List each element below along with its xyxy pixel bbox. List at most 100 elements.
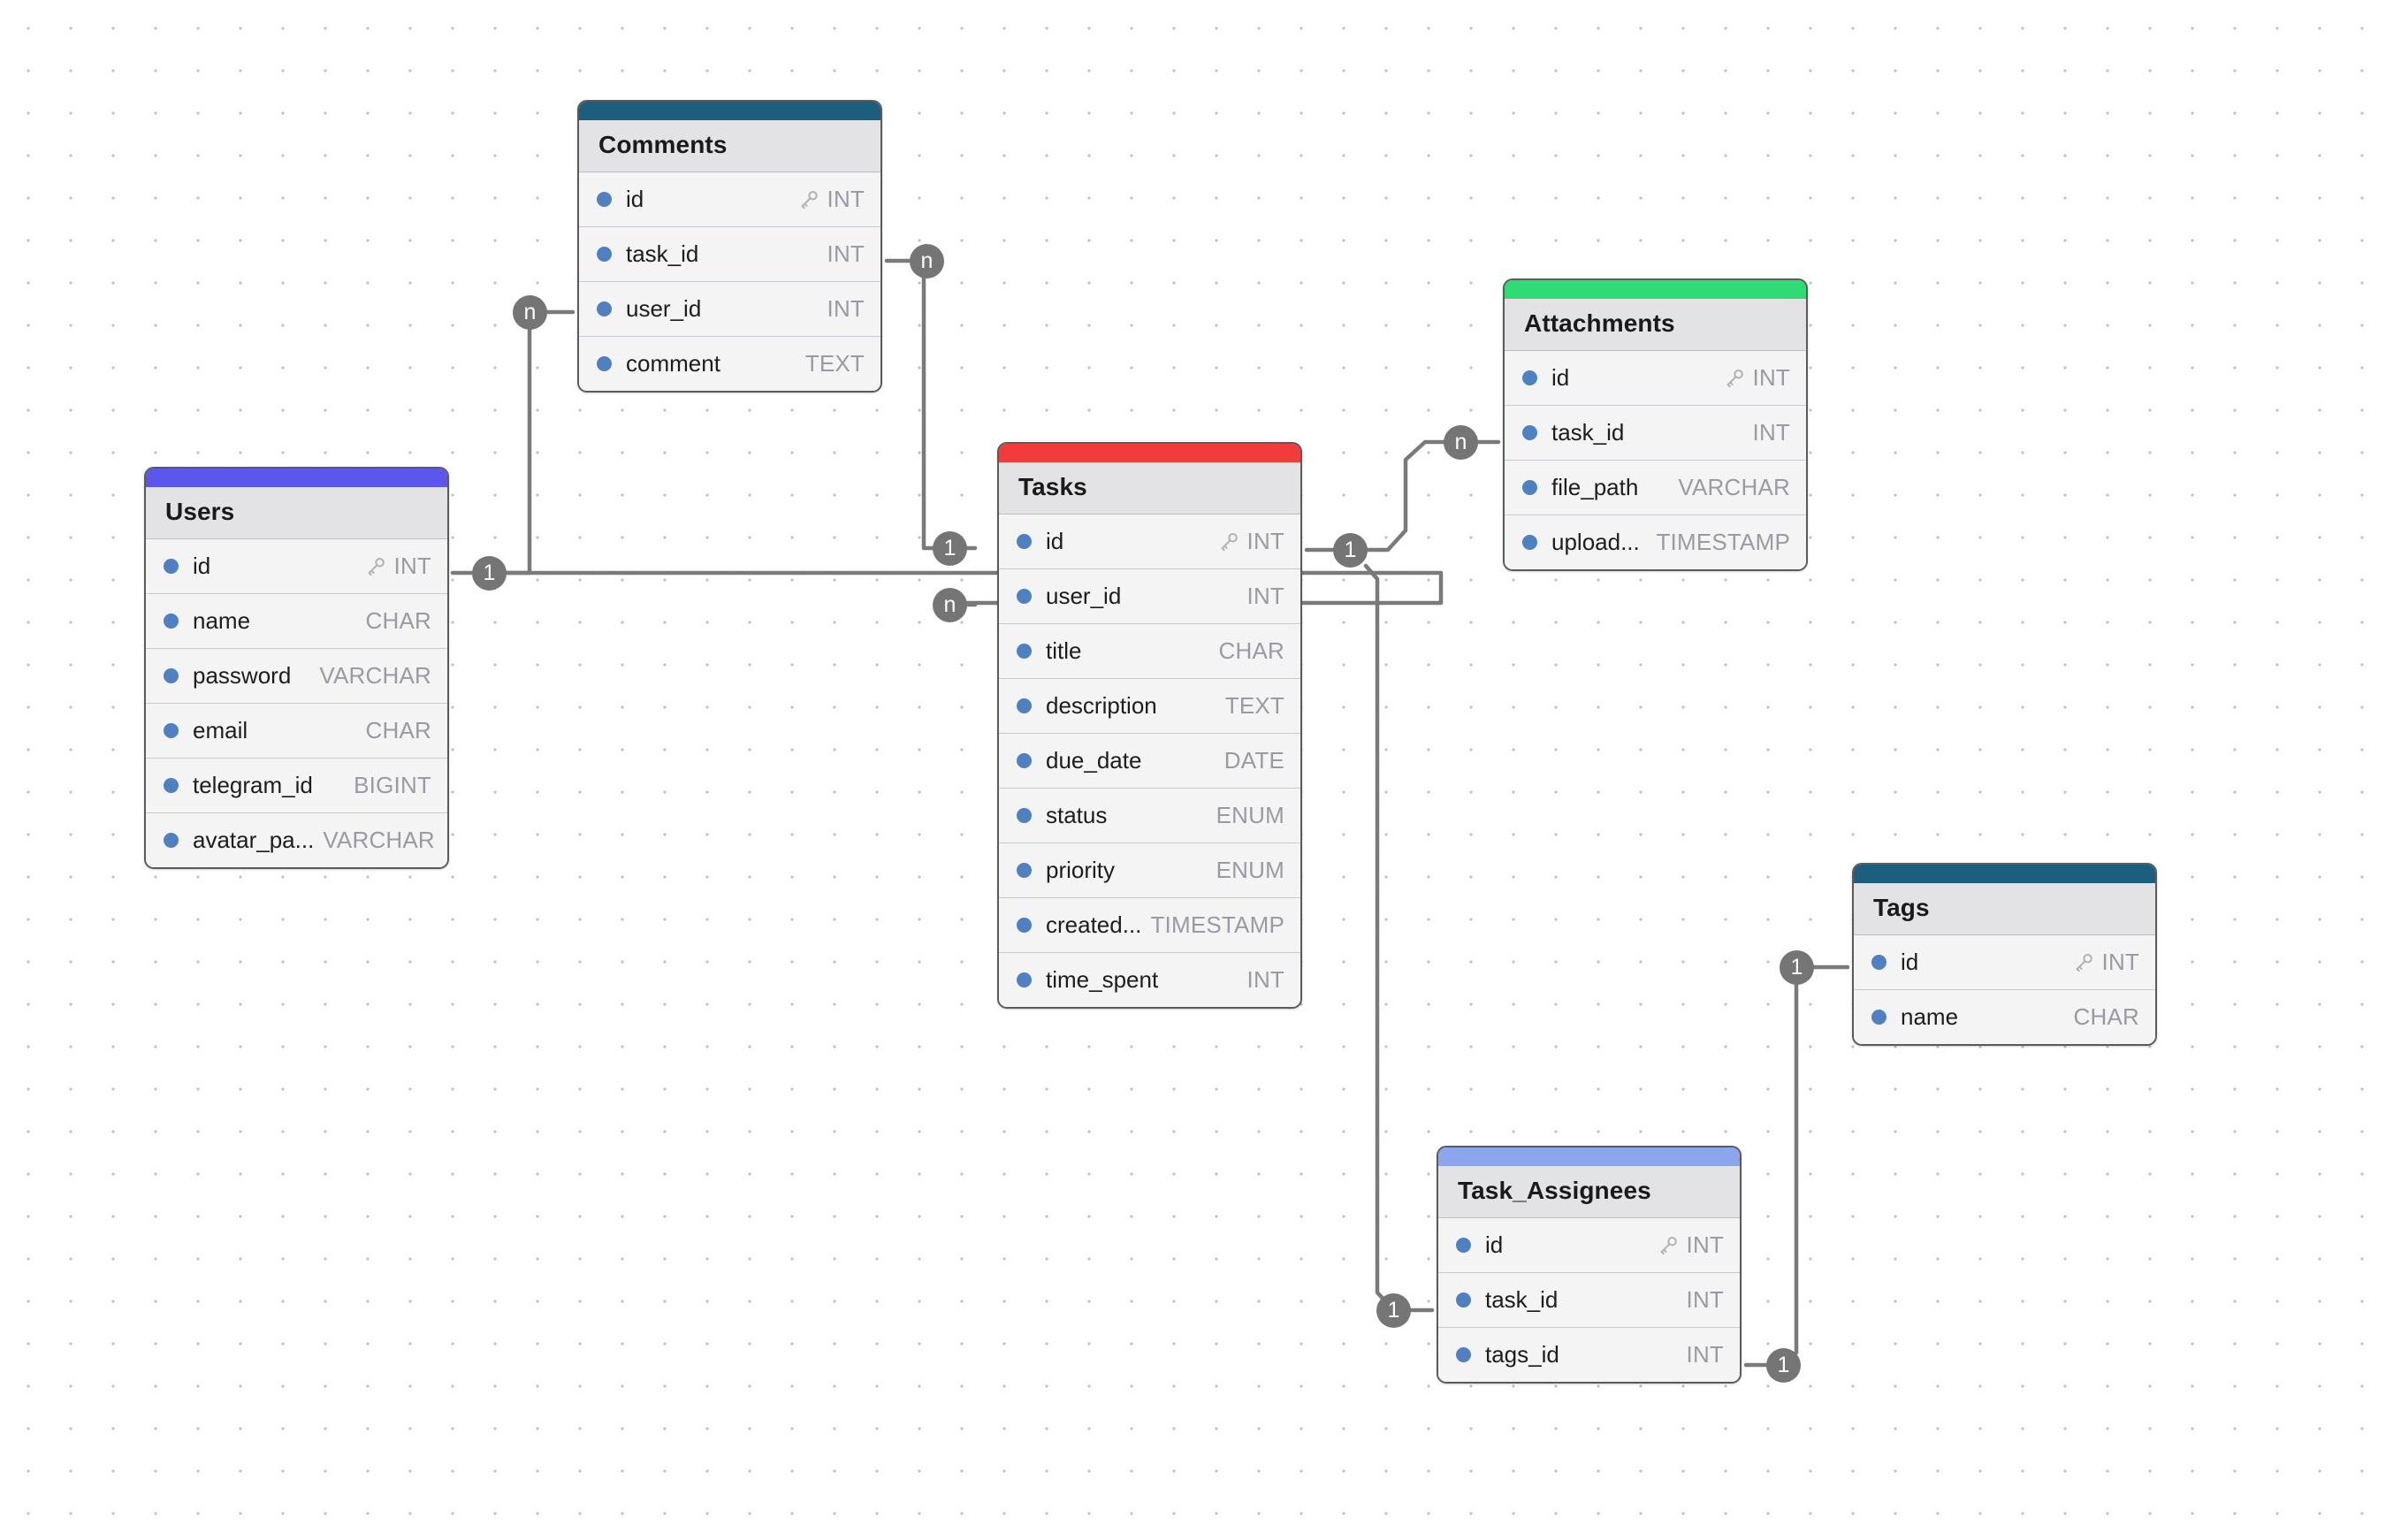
field-name: task_id <box>1551 419 1625 446</box>
field-bullet-icon <box>597 301 612 316</box>
cardinality-badge-tags-id[interactable]: 1 <box>1780 950 1814 985</box>
table-title: Task_Assignees <box>1438 1166 1740 1217</box>
key-icon <box>801 190 818 209</box>
table-row[interactable]: id INT <box>1438 1217 1740 1272</box>
field-bullet-icon <box>1522 480 1537 495</box>
table-row[interactable]: id INT <box>146 538 447 593</box>
field-bullet-icon <box>164 559 179 574</box>
field-bullet-icon <box>1456 1347 1471 1362</box>
field-type: INT <box>1246 966 1284 993</box>
table-accent-bar <box>579 102 880 120</box>
table-row[interactable]: id INT <box>579 172 880 226</box>
field-name: time_spent <box>1046 966 1159 993</box>
cardinality-badge-tasks-id-left[interactable]: 1 <box>933 531 967 566</box>
table-row[interactable]: title CHAR <box>999 623 1300 678</box>
key-icon <box>2076 953 2092 972</box>
field-type: TIMESTAMP <box>1656 529 1790 555</box>
field-name: created... <box>1046 911 1142 938</box>
table-row[interactable]: comment TEXT <box>579 336 880 391</box>
table-row[interactable]: tags_id INT <box>1438 1327 1740 1382</box>
cardinality-badge-tasks-id-right[interactable]: 1 <box>1333 533 1368 568</box>
cardinality-badge-tasks-user_id[interactable]: n <box>933 588 967 622</box>
field-type: DATE <box>1223 747 1284 774</box>
field-bullet-icon <box>1017 589 1032 604</box>
table-row[interactable]: id INT <box>1505 350 1806 405</box>
table-row[interactable]: id INT <box>999 514 1300 568</box>
field-name: user_id <box>1046 583 1122 609</box>
cardinality-badge-task_assignees-tags_id[interactable]: 1 <box>1766 1348 1801 1383</box>
field-type: VARCHAR <box>319 662 431 689</box>
field-type: INT <box>1686 1341 1724 1368</box>
table-title: Attachments <box>1505 299 1806 350</box>
field-name: email <box>193 717 248 743</box>
primary-key-wrap <box>2072 951 2102 974</box>
field-name: id <box>1551 364 1570 391</box>
field-type: TEXT <box>804 350 865 377</box>
field-type: CHAR <box>1218 637 1284 664</box>
field-bullet-icon <box>1456 1292 1471 1307</box>
field-bullet-icon <box>164 668 179 683</box>
field-name: status <box>1046 802 1108 828</box>
field-type: INT <box>1752 419 1790 446</box>
table-row[interactable]: upload... TIMESTAMP <box>1505 515 1806 569</box>
field-name: upload... <box>1551 529 1640 555</box>
table-row[interactable]: created... TIMESTAMP <box>999 897 1300 952</box>
field-bullet-icon <box>164 833 179 848</box>
cardinality-badge-users-id[interactable]: 1 <box>472 556 507 591</box>
table-row[interactable]: status ENUM <box>999 788 1300 842</box>
table-row[interactable]: id INT <box>1854 934 2155 989</box>
cardinality-badge-comments-user_id[interactable]: n <box>513 295 547 330</box>
cardinality-badge-task_assignees-task_id[interactable]: 1 <box>1376 1293 1411 1328</box>
key-icon <box>368 557 385 576</box>
field-bullet-icon <box>1017 753 1032 768</box>
table-row[interactable]: avatar_pa...VARCHAR <box>146 812 447 867</box>
field-bullet-icon <box>1017 644 1032 659</box>
field-type: CHAR <box>365 607 431 634</box>
field-name: title <box>1046 637 1082 664</box>
field-bullet-icon <box>1522 370 1537 385</box>
field-name: tags_id <box>1485 1341 1559 1368</box>
cardinality-badge-attachments-task_id[interactable]: n <box>1444 425 1478 460</box>
field-type: TEXT <box>1224 692 1284 719</box>
field-type: INT <box>2101 949 2139 975</box>
table-row[interactable]: time_spent INT <box>999 952 1300 1007</box>
field-type: TIMESTAMP <box>1150 911 1284 938</box>
field-type: INT <box>1686 1286 1724 1313</box>
field-type: INT <box>1752 364 1790 391</box>
field-name: comment <box>626 350 720 377</box>
field-type: INT <box>827 240 865 267</box>
field-bullet-icon <box>1522 425 1537 440</box>
field-name: id <box>1901 949 1919 975</box>
table-row[interactable]: task_id INT <box>1505 405 1806 460</box>
table-title: Tasks <box>999 462 1300 514</box>
field-type: ENUM <box>1216 802 1284 828</box>
cardinality-badge-comments-task_id[interactable]: n <box>910 244 944 278</box>
field-bullet-icon <box>1017 972 1032 987</box>
field-name: file_path <box>1551 474 1639 500</box>
table-title: Comments <box>579 120 880 172</box>
